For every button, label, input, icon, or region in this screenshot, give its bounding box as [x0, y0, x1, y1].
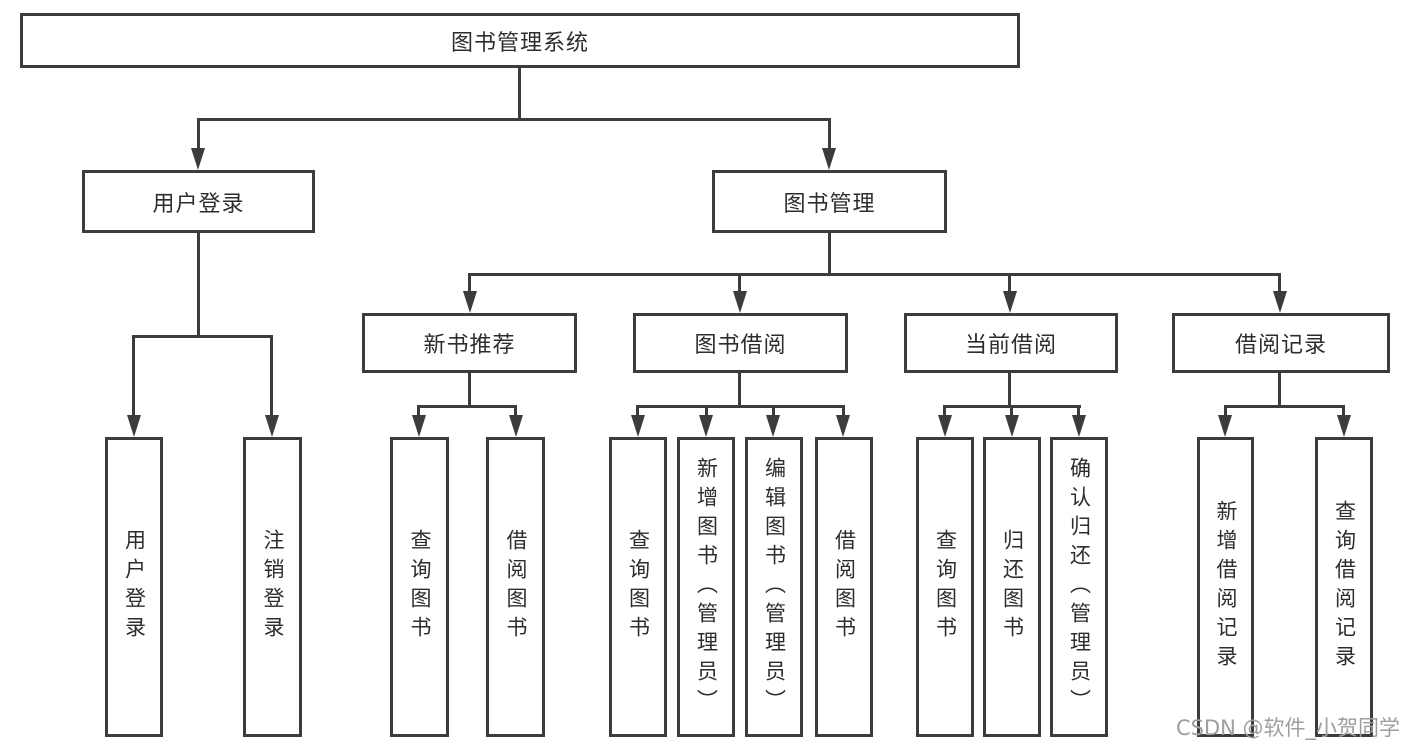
node-leaf-confirm-return-admin: 确认归还（管理员） [1050, 437, 1108, 737]
connector-line [636, 405, 844, 408]
connector-line [417, 405, 420, 419]
arrowhead-down-icon [938, 415, 952, 437]
connector-line [1008, 273, 1011, 293]
connector-line [1278, 273, 1281, 293]
arrowhead-down-icon [412, 415, 426, 437]
connector-line [270, 335, 273, 417]
node-book-borrow: 图书借阅 [633, 313, 848, 373]
arrowhead-down-icon [836, 415, 850, 437]
connector-line [1077, 405, 1080, 419]
connector-line [514, 405, 517, 419]
connector-line [197, 118, 200, 152]
connector-line [132, 335, 135, 417]
arrowhead-down-icon [1003, 291, 1017, 313]
connector-line [468, 373, 471, 407]
arrowhead-down-icon [1072, 415, 1086, 437]
csdn-watermark: CSDN @软件_小贺同学 [1176, 716, 1401, 740]
arrowhead-down-icon [733, 291, 747, 313]
node-leaf-add-books-admin: 新增图书（管理员） [677, 437, 735, 737]
node-borrow-records: 借阅记录 [1172, 313, 1390, 373]
node-leaf-query-borrow-record: 查询借阅记录 [1315, 437, 1373, 737]
connector-line [772, 405, 775, 419]
connector-line [1278, 373, 1281, 407]
node-leaf-add-borrow-record: 新增借阅记录 [1197, 437, 1254, 737]
node-leaf-query-books: 查询图书 [390, 437, 449, 737]
connector-line [1008, 373, 1011, 407]
node-user-login: 用户登录 [82, 170, 315, 233]
node-leaf-return-books: 归还图书 [983, 437, 1041, 737]
node-leaf-logout: 注销登录 [243, 437, 302, 737]
node-leaf-edit-books-admin: 编辑图书（管理员） [745, 437, 803, 737]
arrowhead-down-icon [1218, 415, 1232, 437]
arrowhead-down-icon [191, 148, 205, 170]
connector-line [636, 405, 639, 419]
connector-line [943, 405, 946, 419]
node-leaf-query-books: 查询图书 [916, 437, 974, 737]
node-leaf-borrow-books: 借阅图书 [815, 437, 873, 737]
arrowhead-down-icon [822, 148, 836, 170]
connector-line [197, 118, 831, 121]
connector-line [518, 68, 521, 118]
connector-line [842, 405, 845, 419]
connector-line [1224, 405, 1345, 408]
arrowhead-down-icon [699, 415, 713, 437]
node-library-system: 图书管理系统 [20, 13, 1020, 68]
connector-line [132, 335, 273, 338]
connector-line [828, 118, 831, 152]
node-leaf-user-login: 用户登录 [105, 437, 163, 737]
connector-line [738, 373, 741, 407]
connector-line [417, 405, 517, 408]
node-new-book-recommend: 新书推荐 [362, 313, 577, 373]
arrowhead-down-icon [265, 415, 279, 437]
connector-line [738, 273, 741, 293]
node-book-management: 图书管理 [712, 170, 947, 233]
arrowhead-down-icon [463, 291, 477, 313]
connector-line [828, 233, 831, 273]
arrowhead-down-icon [631, 415, 645, 437]
arrowhead-down-icon [1337, 415, 1351, 437]
connector-line [197, 233, 200, 337]
node-current-borrow: 当前借阅 [904, 313, 1118, 373]
connector-line [468, 273, 1281, 276]
arrowhead-down-icon [509, 415, 523, 437]
connector-line [468, 273, 471, 293]
node-leaf-query-books: 查询图书 [609, 437, 667, 737]
arrowhead-down-icon [766, 415, 780, 437]
connector-line [1342, 405, 1345, 419]
connector-line [1010, 405, 1013, 419]
node-leaf-borrow-books: 借阅图书 [486, 437, 545, 737]
connector-line [1224, 405, 1227, 419]
connector-line [705, 405, 708, 419]
arrowhead-down-icon [1273, 291, 1287, 313]
arrowhead-down-icon [127, 415, 141, 437]
arrowhead-down-icon [1005, 415, 1019, 437]
